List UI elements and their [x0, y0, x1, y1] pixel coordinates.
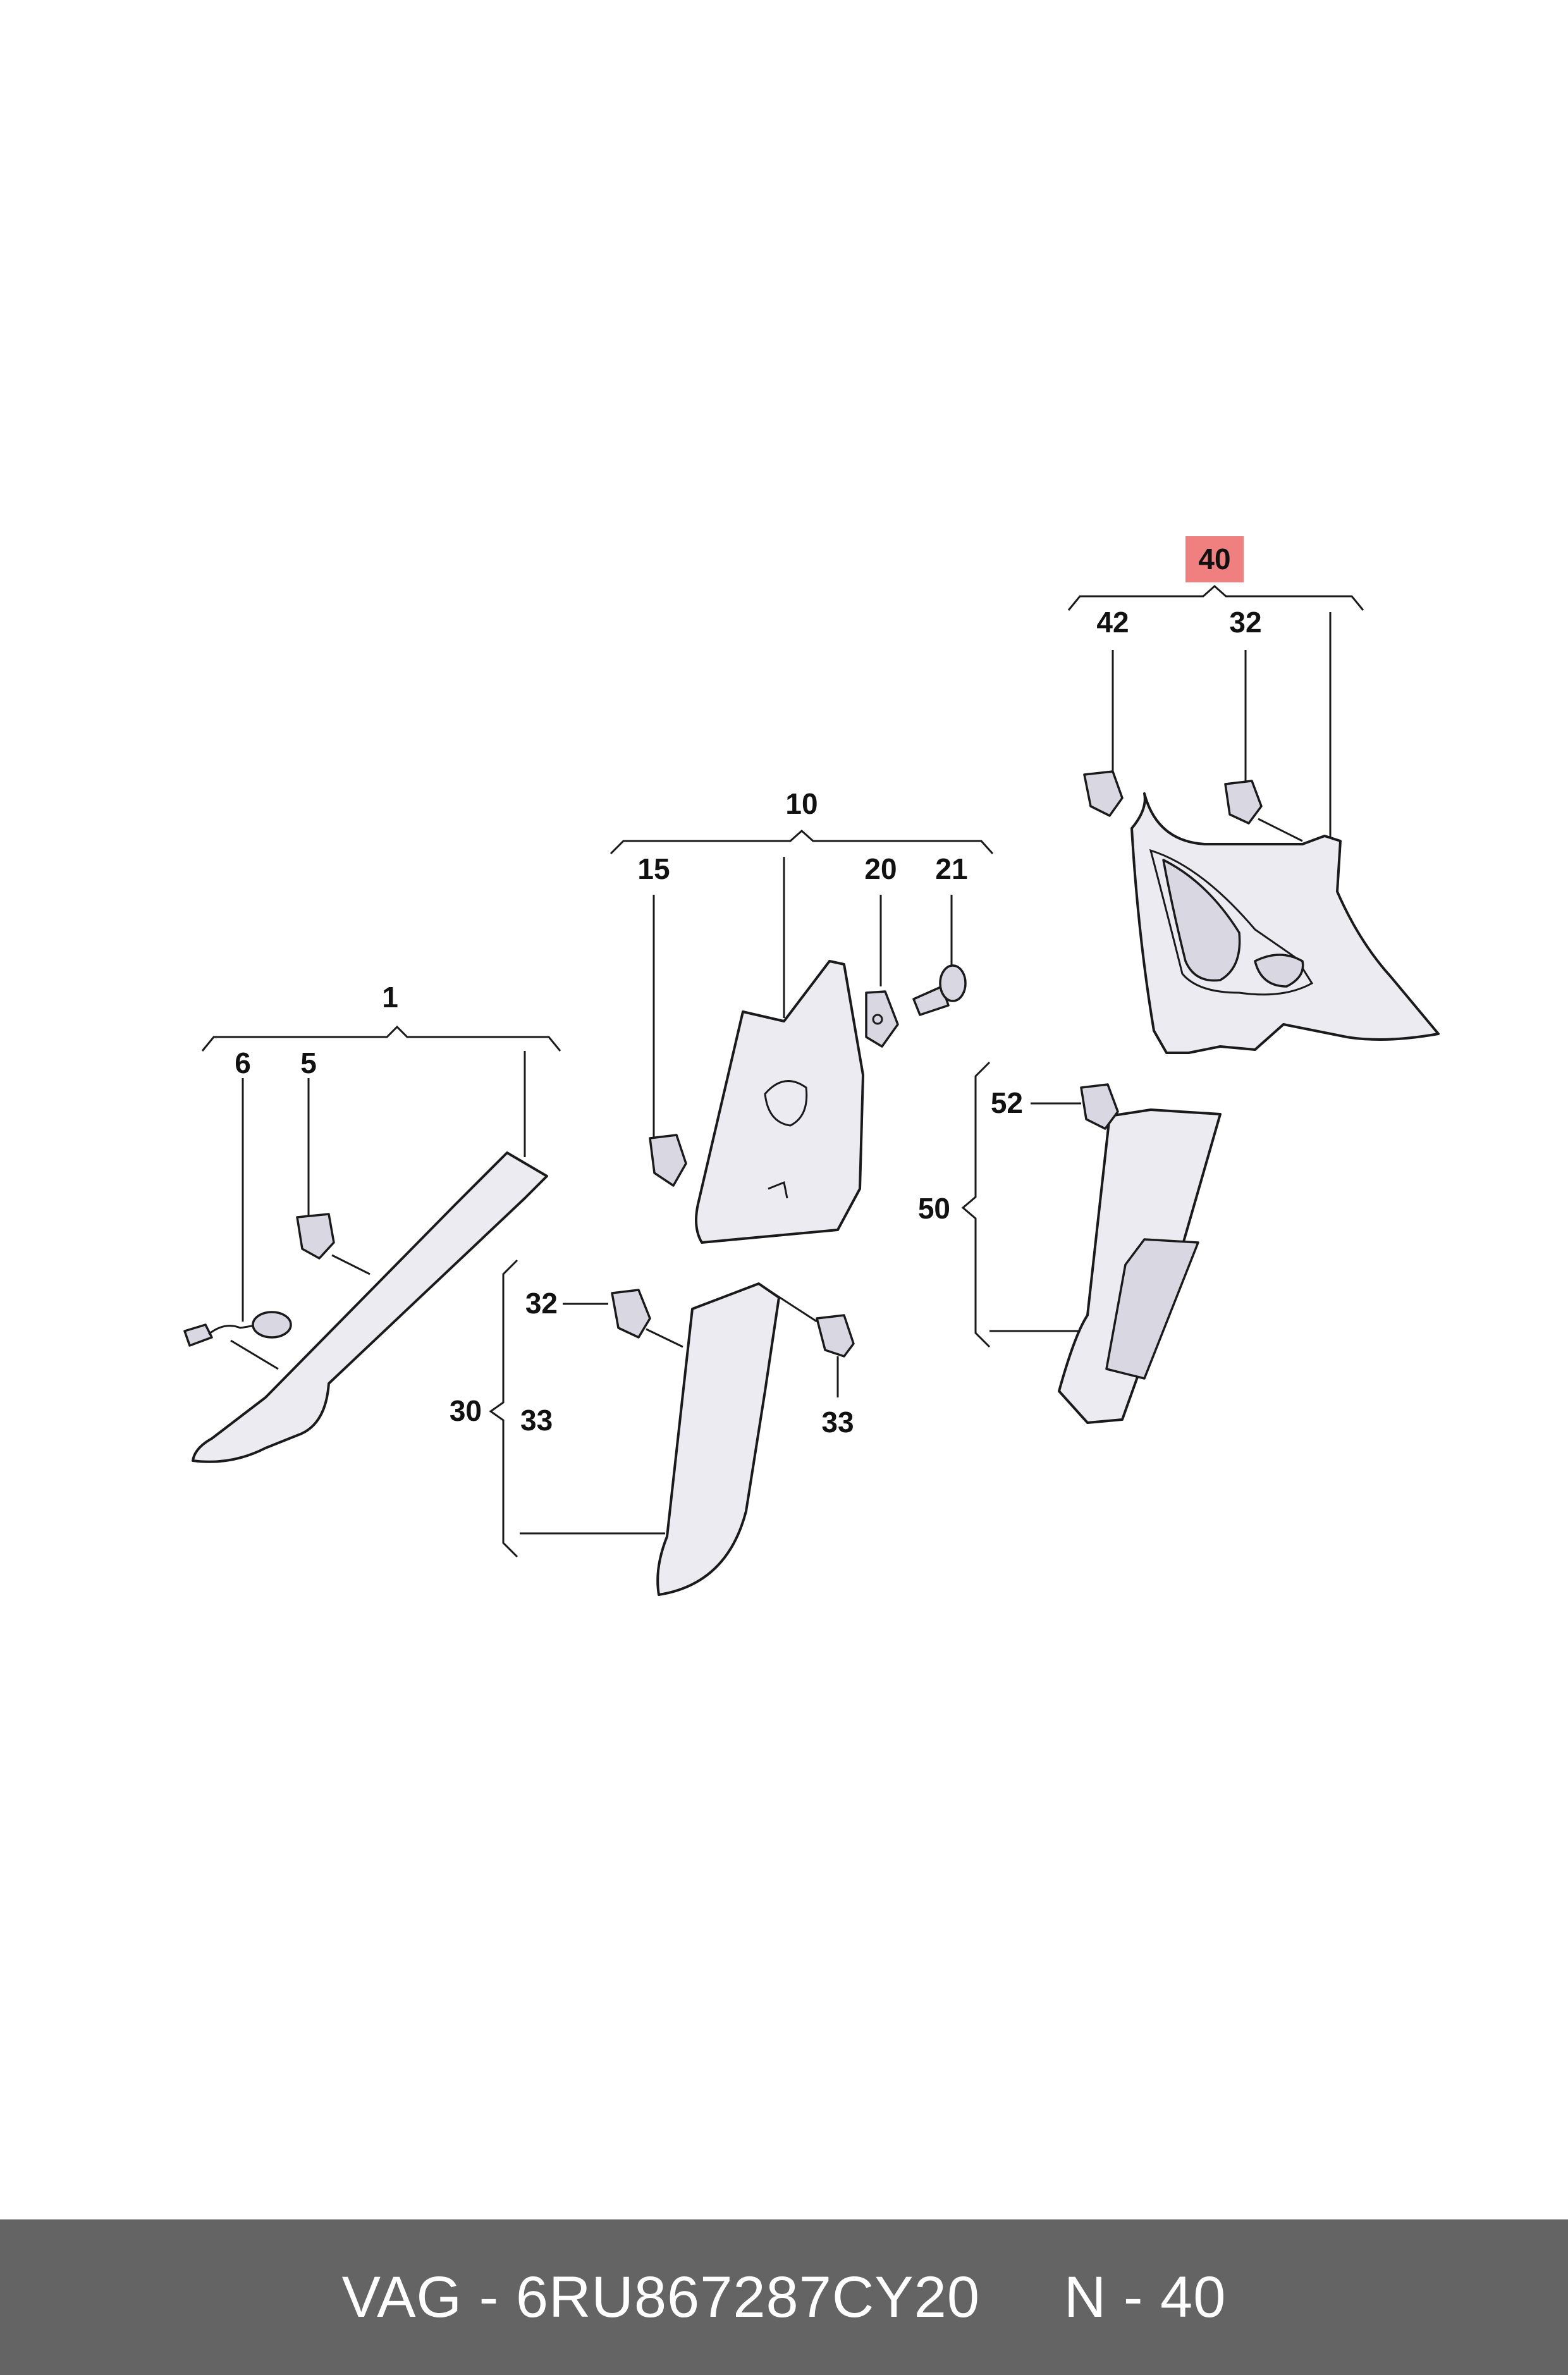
label-33-right: 33 — [821, 1406, 854, 1439]
label-40: 40 — [1198, 543, 1230, 575]
footer-separator: - — [479, 2264, 499, 2329]
c-pillar-trim — [1130, 792, 1440, 1054]
label-1: 1 — [382, 981, 398, 1014]
label-6: 6 — [235, 1046, 251, 1079]
label-21: 21 — [935, 852, 967, 885]
b-pillar-upper-trim — [695, 960, 864, 1244]
label-52: 52 — [991, 1086, 1023, 1119]
group-10: 10 15 20 21 — [609, 787, 994, 1244]
label-32-upper: 32 — [1229, 606, 1261, 639]
label-10: 10 — [785, 787, 818, 820]
label-42: 42 — [1096, 606, 1129, 639]
group-40: 40 42 32 — [1067, 536, 1440, 1054]
group-1: 1 6 5 — [183, 981, 561, 1463]
clip-32-left — [611, 1289, 651, 1339]
clip-5 — [296, 1213, 335, 1260]
label-33-left: 33 — [520, 1404, 553, 1437]
footer-brand: VAG — [341, 2264, 463, 2329]
b-pillar-lower-trim — [656, 1282, 780, 1596]
clip-52 — [1080, 1083, 1119, 1130]
group-50: 52 50 — [918, 1061, 1222, 1424]
a-pillar-trim — [192, 1151, 548, 1463]
label-32-left: 32 — [525, 1287, 558, 1320]
label-5: 5 — [300, 1046, 317, 1079]
clip-42 — [1083, 770, 1124, 817]
footer-separator-2: - — [1123, 2264, 1144, 2329]
label-20: 20 — [864, 852, 897, 885]
clip-15 — [649, 1134, 687, 1187]
airbag-connector-6 — [183, 1311, 292, 1370]
screw-21 — [912, 985, 950, 1016]
clip-32-upper — [1224, 780, 1263, 825]
footer-bar: VAG - 6RU867287CY20 N - 40 — [0, 2219, 1568, 2375]
footer-part-number: 6RU867287CY20 — [515, 2264, 981, 2329]
footer-position-value: 40 — [1160, 2264, 1227, 2329]
footer-position-prefix: N — [1063, 2264, 1107, 2329]
group-30: 30 32 33 33 — [450, 1259, 855, 1596]
label-50: 50 — [918, 1192, 950, 1225]
parts-diagram: 1 6 5 10 15 20 21 30 32 33 33 — [183, 536, 1440, 1596]
label-40-highlight — [1185, 536, 1244, 582]
clip-33-right — [816, 1314, 855, 1358]
label-30: 30 — [450, 1394, 482, 1427]
label-15: 15 — [637, 852, 670, 885]
footer-part-info: VAG - 6RU867287CY20 N - 40 — [342, 2264, 1227, 2331]
